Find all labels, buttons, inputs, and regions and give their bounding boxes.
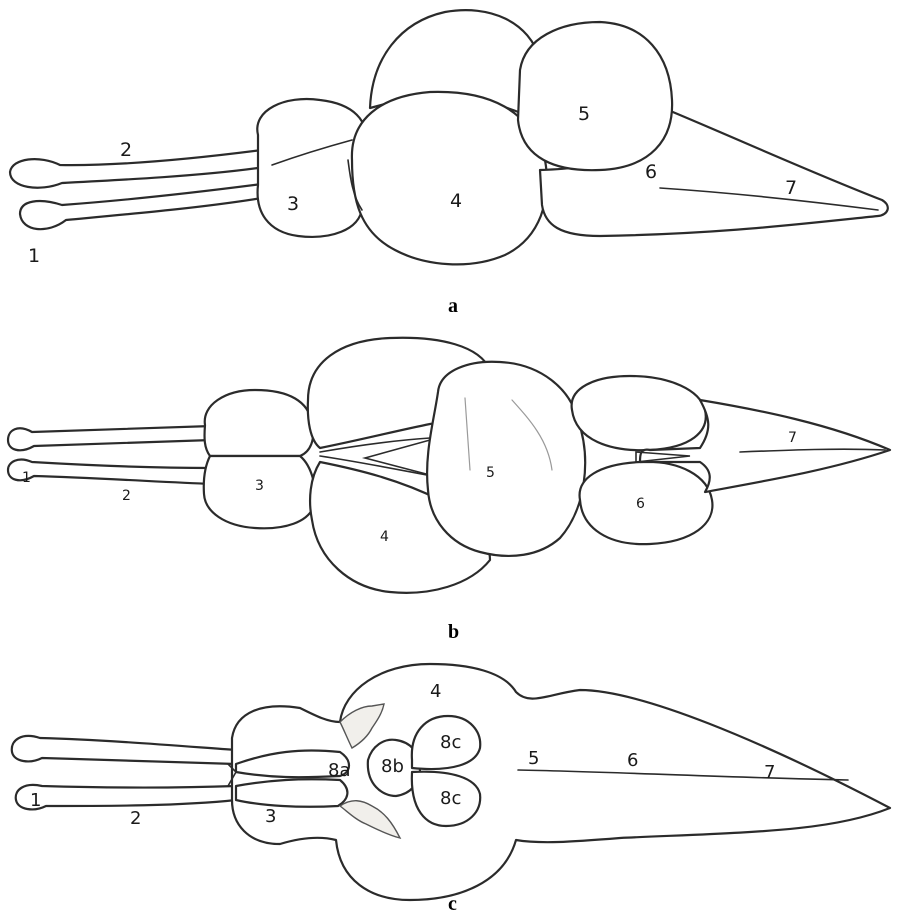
panel-c-label-2: 2 <box>130 808 141 829</box>
panel-c-label-3: 3 <box>265 806 276 827</box>
panel-c-label-7: 7 <box>764 762 775 783</box>
panel-c-tract-8a-lower <box>236 779 347 807</box>
panel-b-label-6: 6 <box>636 496 645 512</box>
panel-b-label-2: 2 <box>122 488 131 504</box>
panel-b-lobe-6-upper <box>572 376 706 450</box>
panel-a: 1 2 3 4 5 6 7 a <box>10 10 888 317</box>
panel-b: 1 2 3 4 5 6 7 b <box>8 338 890 643</box>
panel-a-olfactory-upper <box>10 150 262 188</box>
panel-c-label-8b: 8b <box>381 756 404 777</box>
panel-c-label-5: 5 <box>528 748 539 769</box>
panel-a-label-7: 7 <box>785 177 797 199</box>
panel-c-label-4: 4 <box>430 681 441 702</box>
panel-c-label-1: 1 <box>30 790 41 811</box>
panel-c-olfactory-upper <box>12 736 236 764</box>
panel-b-olfactory-upper <box>8 426 212 450</box>
panel-a-label-6: 6 <box>645 161 657 183</box>
panel-b-lobe-6-lower <box>580 462 713 544</box>
panel-b-label-4: 4 <box>380 529 389 545</box>
panel-a-lobe-5 <box>518 22 672 170</box>
panel-c-olfactory-lower <box>16 785 236 809</box>
panel-a-label-4: 4 <box>450 190 462 212</box>
panel-b-olfactory-lower <box>8 460 212 484</box>
panel-c-letter: c <box>448 893 457 915</box>
panel-b-letter: b <box>448 621 459 643</box>
panel-b-label-3: 3 <box>255 478 264 494</box>
panel-b-lobe-3-upper <box>205 390 314 456</box>
panel-b-label-1: 1 <box>22 470 31 486</box>
panel-c: 1 2 3 4 5 6 7 8a 8b 8c 8c c <box>12 664 890 915</box>
panel-a-olfactory-lower <box>20 184 262 229</box>
panel-b-label-7: 7 <box>788 430 797 446</box>
panel-c-label-8c-upper: 8c <box>440 732 461 753</box>
panel-a-label-5: 5 <box>578 103 590 125</box>
panel-c-label-8a: 8a <box>328 760 350 781</box>
panel-b-label-5: 5 <box>486 465 495 481</box>
panel-a-label-3: 3 <box>287 193 299 215</box>
panel-c-label-8c-lower: 8c <box>440 788 461 809</box>
panel-c-label-6: 6 <box>627 750 638 771</box>
panel-a-label-2: 2 <box>120 139 132 161</box>
panel-a-label-1: 1 <box>28 245 40 267</box>
panel-b-lobe-5 <box>427 362 585 556</box>
panel-a-letter: a <box>448 295 458 317</box>
